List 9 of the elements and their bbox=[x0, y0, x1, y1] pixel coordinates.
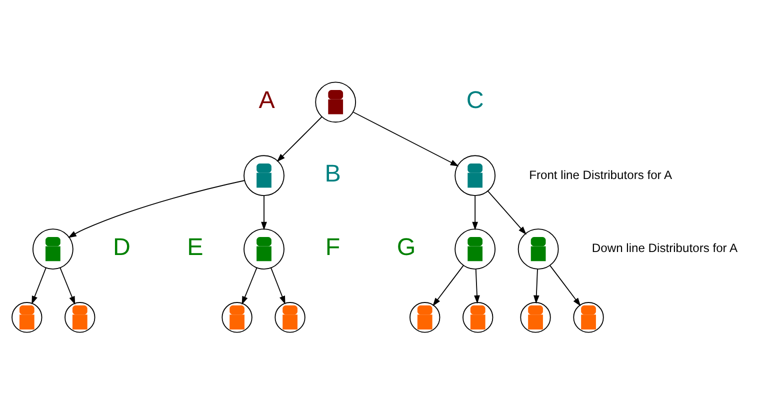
node-label: F bbox=[325, 233, 340, 260]
label: Down line Distributors for A bbox=[592, 240, 738, 255]
node-label: A bbox=[258, 86, 275, 114]
node-label: D bbox=[113, 233, 130, 260]
node-label: B bbox=[324, 160, 341, 187]
node-label: E bbox=[187, 233, 204, 260]
label: Front line Distributors for A bbox=[529, 167, 672, 182]
node-label: G bbox=[396, 233, 416, 260]
node-label: C bbox=[466, 86, 484, 114]
